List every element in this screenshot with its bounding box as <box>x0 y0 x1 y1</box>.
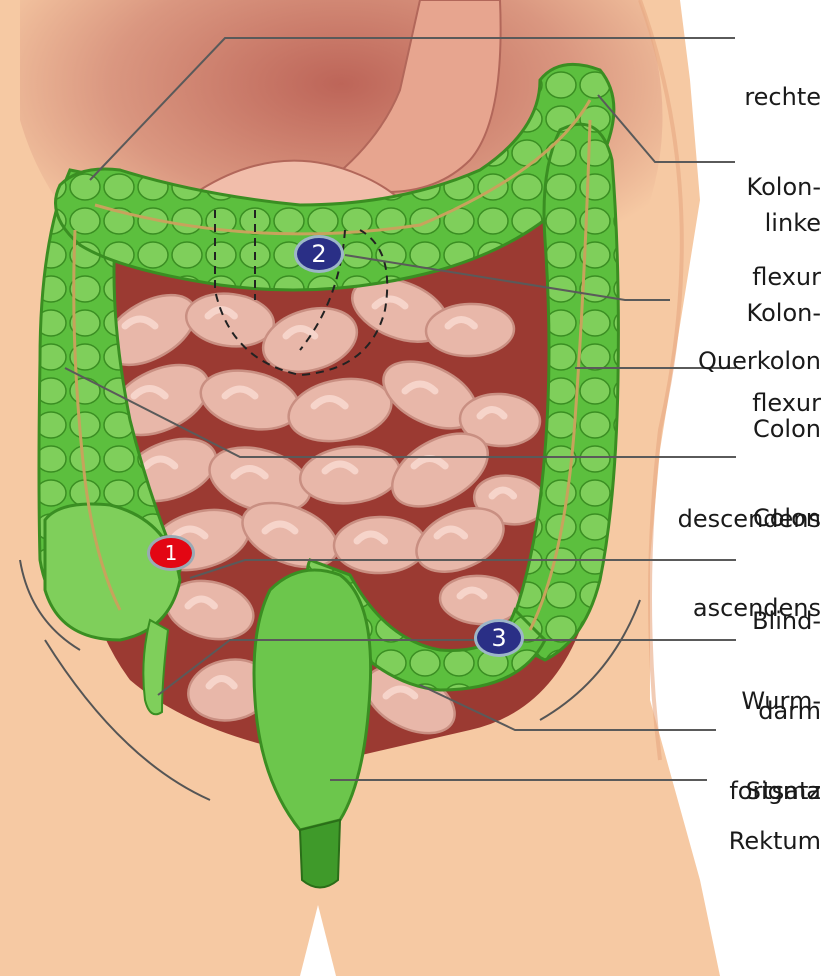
label-line: linke <box>747 208 821 238</box>
label-line: Colon <box>678 414 821 444</box>
label-line: rechte <box>744 82 821 112</box>
label-line: Rektum <box>729 826 821 856</box>
label-line: Colon <box>693 503 821 533</box>
label-rektum: Rektum <box>729 766 821 886</box>
marker-2: 2 <box>294 235 344 273</box>
label-line: Wurm- <box>729 686 821 716</box>
anal-canal <box>300 820 340 888</box>
marker-3: 3 <box>474 619 524 657</box>
marker-1: 1 <box>147 535 195 571</box>
small-intestine-loop <box>334 516 427 574</box>
